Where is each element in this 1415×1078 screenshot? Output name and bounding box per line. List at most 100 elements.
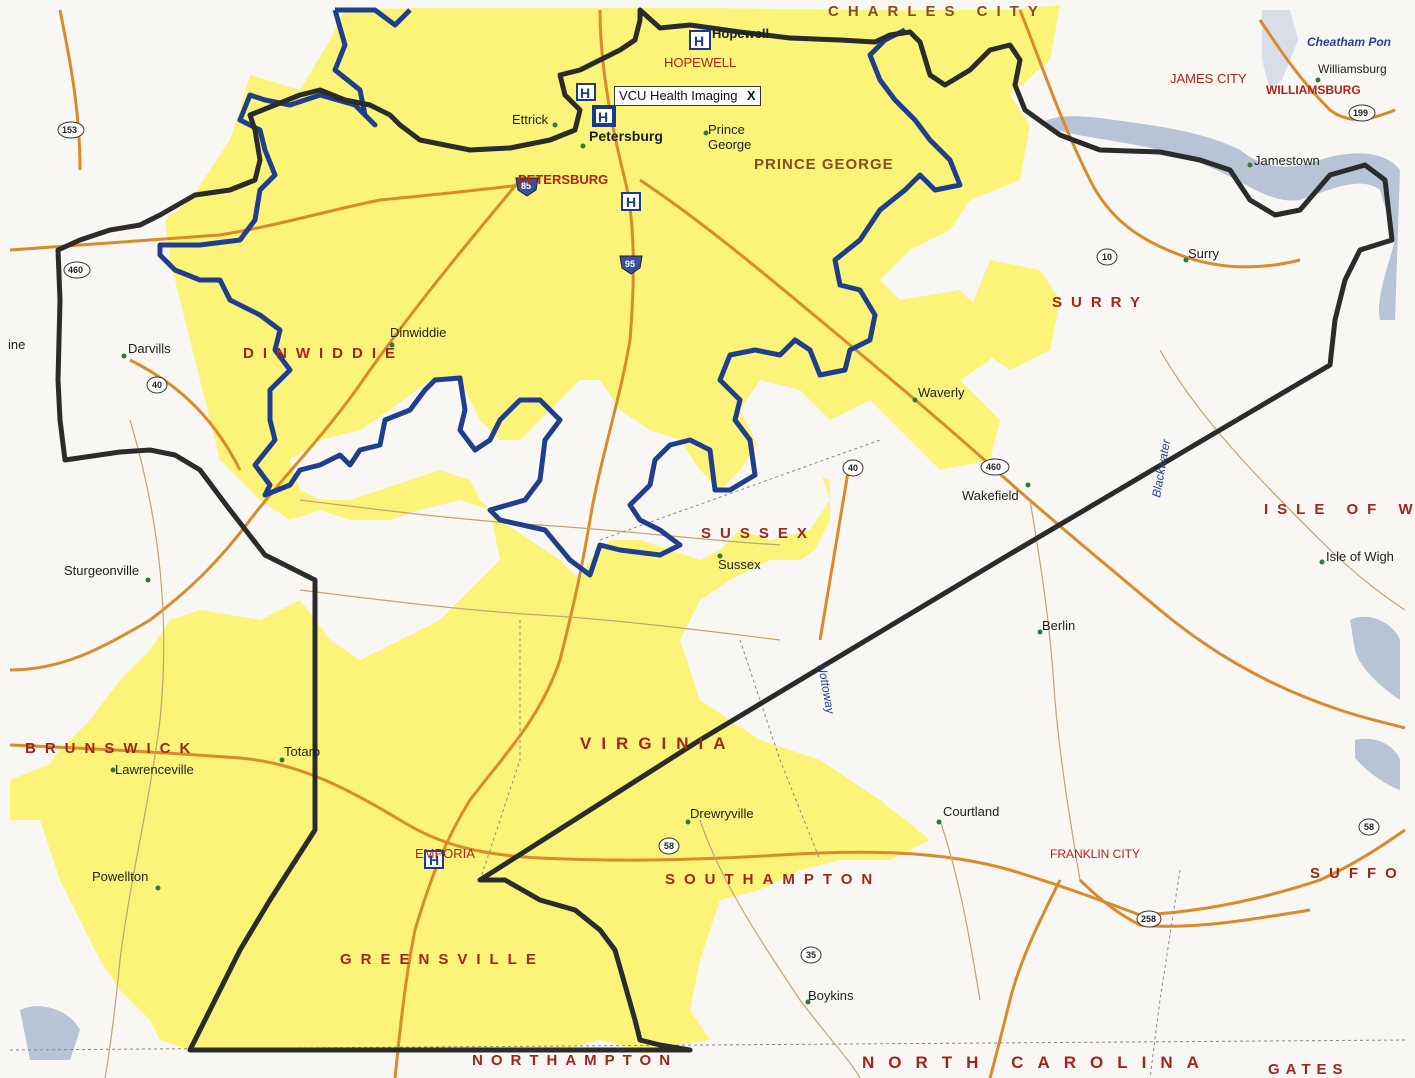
minor-road-2 (299, 499, 781, 546)
minor-roads (104, 349, 1406, 1078)
coverage-south-west (10, 700, 310, 860)
i85-highway (9, 179, 522, 672)
town-totaro: Totaro (284, 744, 320, 759)
southwest-lake (20, 1006, 80, 1060)
svg-text:58: 58 (664, 841, 674, 851)
route-shield-460-east: 460 (980, 458, 1010, 476)
interstate-shield-85: 85 (515, 177, 539, 197)
county-labels: CHARLES CITY PRINCE GEORGE DINWIDDIE SUR… (25, 3, 1415, 1078)
state-line-border (9, 1039, 1406, 1051)
roads (9, 9, 1406, 1078)
route-40-road (129, 358, 852, 641)
us58-highway (9, 743, 1406, 917)
city-petersburg: PETERSBURG (518, 172, 608, 187)
svg-text:10: 10 (1102, 252, 1112, 262)
town-isle-of-wight: Isle of Wigh (1326, 549, 1394, 564)
county-line-3 (739, 639, 821, 861)
town-courtland: Courtland (943, 804, 999, 819)
route-shield-40-west: 40 (146, 376, 168, 394)
hospital-marker-emporia[interactable]: H (424, 850, 444, 869)
blue-service-boundary (157, 7, 963, 578)
svg-text:40: 40 (848, 463, 858, 473)
town-lawrenceville: Lawrenceville (115, 762, 194, 777)
hospital-marker-south-petersburg[interactable]: H (621, 192, 641, 211)
county-sussex: SUSSEX (701, 525, 816, 542)
minor-road-1 (299, 589, 781, 641)
minor-road-5 (939, 819, 981, 1001)
route-35-road (988, 879, 1062, 1078)
hospital-markers[interactable]: H H H H H (424, 30, 711, 869)
town-williamsburg: Williamsburg (1318, 62, 1387, 76)
state-virginia: VIRGINIA (580, 734, 736, 753)
black-region-boundary (55, 7, 1395, 1053)
route-shield-10: 10 (1096, 248, 1118, 266)
county-dinwiddie: DINWIDDIE (243, 345, 404, 362)
city-williamsburg: WILLIAMSBURG (1266, 83, 1361, 97)
town-hopewell: Hopewell (712, 26, 769, 41)
town-dinwiddie: Dinwiddie (390, 325, 446, 340)
city-emporia: EMPORIA (415, 846, 475, 861)
route-153-road (58, 9, 82, 171)
coverage-right (970, 260, 1060, 370)
interstate-shield-95: 95 (619, 255, 643, 275)
county-line-4 (1149, 869, 1181, 1078)
hospital-marker-petersburg-1[interactable]: H (576, 83, 596, 101)
svg-text:85: 85 (521, 181, 531, 191)
route-258-road (1078, 878, 1311, 928)
svg-text:H: H (580, 85, 590, 101)
city-james-city: JAMES CITY (1170, 71, 1247, 86)
town-dots (110, 77, 1325, 1005)
county-gates: GATES (1268, 1061, 1349, 1078)
town-labels: Hopewell Ettrick Petersburg Prince Georg… (8, 26, 1394, 1003)
svg-text:95: 95 (625, 259, 635, 269)
route-10 (1018, 9, 1301, 269)
svg-text:40: 40 (152, 380, 162, 390)
town-powellton: Powellton (92, 869, 148, 884)
town-cheatham: Cheatham Pon (1307, 35, 1391, 49)
city-hopewell: HOPEWELL (664, 55, 736, 70)
svg-text:258: 258 (1141, 914, 1156, 924)
hospital-marker-hopewell[interactable]: H (689, 30, 711, 50)
county-northampton: NORTHAMPTON (472, 1052, 678, 1069)
city-franklin: FRANKLIN CITY (1050, 847, 1140, 861)
county-isle-of-wight: ISLE OF WI (1264, 501, 1415, 518)
town-sturgeonville: Sturgeonville (64, 563, 139, 578)
svg-text:35: 35 (806, 950, 816, 960)
hospital-marker-petersburg-2[interactable]: H (592, 105, 616, 127)
county-southampton: SOUTHAMPTON (665, 871, 881, 888)
minor-road-6 (699, 819, 861, 1078)
svg-text:H: H (694, 33, 704, 49)
state-labels: VIRGINIA NORTH CAROLINA (580, 734, 1213, 1072)
city-labels: HOPEWELL PETERSBURG JAMES CITY WILLIAMSB… (415, 55, 1361, 861)
svg-text:H: H (429, 852, 439, 868)
town-wakefield: Wakefield (962, 488, 1019, 503)
vcu-health-imaging-popup[interactable]: VCU Health Imaging X (614, 86, 761, 106)
james-river (1040, 116, 1400, 320)
route-shield-199: 199 (1348, 104, 1376, 122)
us460-west (9, 183, 521, 252)
us460-east (639, 178, 1406, 730)
east-inlet-2 (1355, 738, 1400, 790)
route-shield-258: 258 (1136, 910, 1162, 928)
town-prince-george-line2: George (708, 137, 751, 152)
coverage-gap-sussex (700, 540, 880, 670)
county-line-1 (479, 620, 521, 881)
popup-label: VCU Health Imaging (619, 88, 738, 103)
coverage-gap-west (10, 245, 300, 710)
town-prince-george-line1: Prince (708, 122, 745, 137)
town-sussex: Sussex (718, 557, 761, 572)
county-prince-george: PRINCE GEORGE (754, 156, 894, 173)
route-shield-460-west: 460 (63, 261, 91, 279)
popup-close-button[interactable]: X (746, 88, 756, 103)
town-waverly: Waverly (918, 385, 965, 400)
state-north-carolina: NORTH CAROLINA (862, 1053, 1213, 1072)
route-shield-40-east: 40 (842, 459, 864, 477)
route-shield-58-east: 58 (1358, 818, 1380, 836)
svg-text:199: 199 (1353, 108, 1368, 118)
county-suffolk: SUFFO (1310, 865, 1406, 882)
town-ettrick: Ettrick (512, 112, 549, 127)
county-greensville: GREENSVILLE (340, 951, 545, 968)
town-berlin: Berlin (1042, 618, 1075, 633)
i95-highway (393, 9, 635, 1078)
